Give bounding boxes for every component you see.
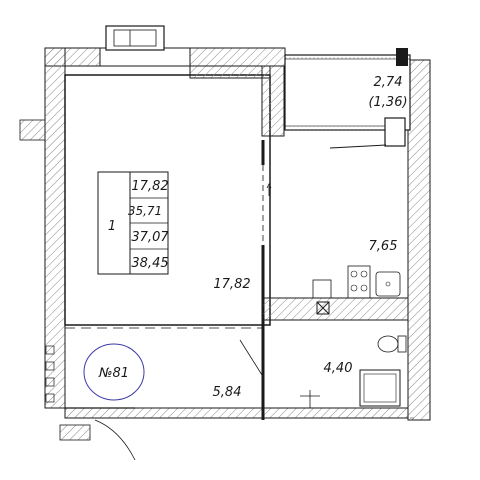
area-total-value: 35,71 [128,204,162,218]
area-living-value: 17,82 [131,179,168,194]
hallway-area-label: 5,84 [213,385,242,400]
kitchen-area-label: 7,65 [369,239,398,254]
loggia [284,48,411,149]
left-fixtures [45,345,55,403]
entry-door [59,407,136,461]
living-room-area-label: 17,82 [213,277,250,292]
bathroom-fixtures [290,335,420,419]
kitchen-appliances [312,265,401,315]
bathroom-wall [261,297,409,420]
area-with-loggia-value: 37,07 [131,230,169,245]
hallway-boundary [65,327,263,376]
apartment-badge: №81 [83,343,145,401]
loggia-area-label: 2,74 [374,75,403,90]
area-full-value: 38,45 [131,256,168,271]
room-count-label: 1 [108,219,116,234]
apartment-number: №81 [98,366,129,381]
top-window [105,25,165,51]
living-room-outline [64,65,285,326]
loggia-reduced-label: (1,36) [368,95,407,110]
area-table: 1 17,82 35,71 37,07 38,45 [97,171,169,275]
bathroom-area-label: 4,40 [324,361,353,376]
